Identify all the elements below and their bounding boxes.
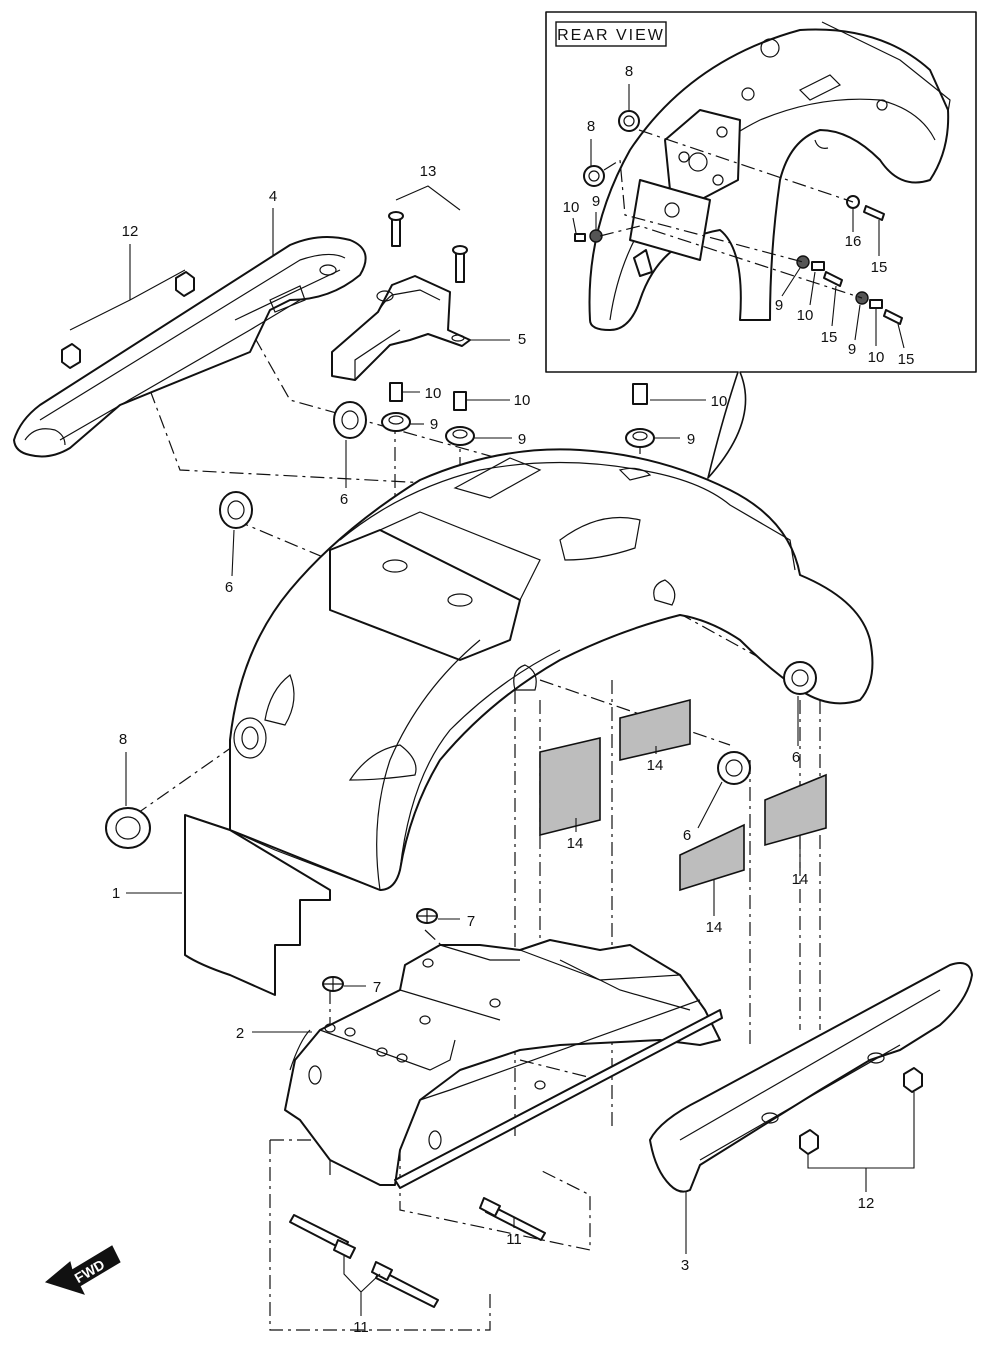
callout-9: 9: [592, 193, 600, 210]
rear-view-inset: REAR VIEW: [545, 11, 977, 479]
callout-1: 1: [112, 885, 120, 902]
grommet-6: [783, 661, 817, 695]
callout-10: 10: [797, 307, 814, 324]
part-4-side-cover-left: [13, 235, 367, 458]
callout-3: 3: [681, 1257, 689, 1274]
bolt-11: [371, 1261, 439, 1308]
callout-16: 16: [845, 233, 862, 250]
fasteners-upper: [61, 211, 468, 369]
rear-view-fasteners: [574, 110, 903, 325]
callout-15: 15: [898, 351, 915, 368]
collar-10: [632, 383, 648, 405]
callout-10: 10: [868, 349, 885, 366]
callout-12: 12: [858, 1195, 875, 1212]
callout-8: 8: [587, 118, 595, 135]
grommet-6: [717, 751, 751, 785]
clip-nut-7: [416, 908, 438, 924]
callout-8: 8: [119, 731, 127, 748]
callout-13: 13: [420, 163, 437, 180]
grommets: [105, 382, 817, 849]
reflectors: [539, 698, 827, 892]
callout-15: 15: [871, 259, 888, 276]
callout-6: 6: [683, 827, 691, 844]
bolt-11: [479, 1197, 546, 1241]
grommet-8: [105, 807, 151, 849]
callout-6: 6: [792, 749, 800, 766]
callout-10: 10: [563, 199, 580, 216]
callout-11: 11: [353, 1319, 369, 1336]
callout-12: 12: [122, 223, 139, 240]
grommet-9: [445, 426, 475, 446]
callout-7: 7: [373, 979, 381, 996]
callout-5: 5: [518, 331, 526, 348]
callout-9: 9: [848, 341, 856, 358]
callout-11: 11: [506, 1231, 522, 1248]
callout-15: 15: [821, 329, 838, 346]
grommet-9: [625, 428, 655, 448]
callout-14: 14: [792, 871, 809, 888]
callout-14: 14: [706, 919, 723, 936]
part-5-bracket: [331, 275, 471, 381]
fwd-arrow-icon: FWD: [44, 1245, 121, 1295]
collar-10: [453, 391, 467, 411]
inset-title: REAR VIEW: [557, 27, 665, 44]
callout-6: 6: [225, 579, 233, 596]
callout-10: 10: [514, 392, 531, 409]
part-2-inner-frame: [284, 939, 723, 1189]
callout-2: 2: [236, 1025, 244, 1042]
grommet-9: [381, 412, 411, 432]
collar-10: [389, 382, 403, 402]
callout-4: 4: [269, 188, 277, 205]
callout-6: 6: [340, 491, 348, 508]
callout-10: 10: [711, 393, 728, 410]
callout-14: 14: [647, 757, 664, 774]
grommet-6: [219, 491, 253, 529]
callouts: 12 4 13 5 10 10 10 9 9 9 6 6 6 6 8 1 14 …: [69, 163, 915, 1336]
callout-9: 9: [775, 297, 783, 314]
callout-7: 7: [467, 913, 475, 930]
callout-14: 14: [567, 835, 584, 852]
clip-nut-7: [322, 976, 344, 992]
callout-8: 8: [625, 63, 633, 80]
callout-9: 9: [687, 431, 695, 448]
part-1-rear-fender: [184, 429, 874, 996]
bolt-11: [289, 1214, 356, 1259]
grommet-6: [333, 401, 367, 439]
callout-10: 10: [425, 385, 442, 402]
callout-9: 9: [518, 431, 526, 448]
callout-9: 9: [430, 416, 438, 433]
rear-view-fender: [588, 21, 951, 331]
part-3-side-cover-right: [649, 962, 973, 1193]
